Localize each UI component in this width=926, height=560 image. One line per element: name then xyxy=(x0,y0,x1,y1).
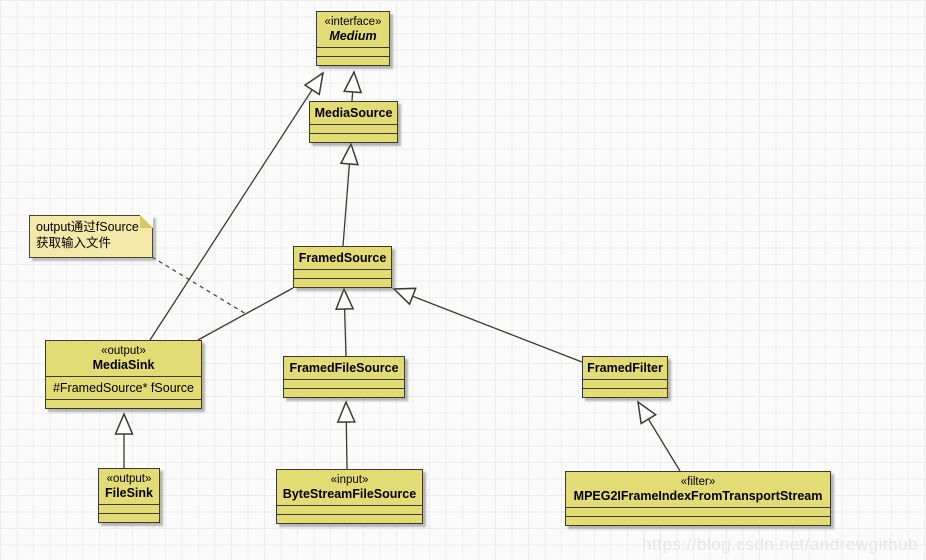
class-title: «filter» MPEG2IFrameIndexFromTransportSt… xyxy=(566,472,830,507)
class-framedfilter[interactable]: FramedFilter xyxy=(582,356,668,398)
edge-mediasink-medium[interactable] xyxy=(149,71,325,341)
methods-compartment xyxy=(99,513,159,522)
methods-compartment xyxy=(583,388,667,397)
stereotype-label: «filter» xyxy=(680,476,716,488)
class-name: FileSink xyxy=(105,486,153,500)
class-title: «output» MediaSink xyxy=(46,341,201,376)
class-title: FramedSource xyxy=(294,247,391,269)
class-title: FramedFilter xyxy=(583,357,667,379)
class-title: «input» ByteStreamFileSource xyxy=(277,470,422,505)
stereotype-label: «interface» xyxy=(324,16,382,28)
class-framedfilesource[interactable]: FramedFileSource xyxy=(283,356,405,398)
note-fold-corner xyxy=(140,215,153,228)
attributes-compartment xyxy=(583,379,667,388)
edge-framedfilesource-framedsource[interactable] xyxy=(334,287,355,357)
methods-compartment xyxy=(317,56,389,65)
methods-compartment xyxy=(310,133,397,142)
class-mediasink[interactable]: «output» MediaSink #FramedSource* fSourc… xyxy=(45,340,202,409)
class-title: FramedFileSource xyxy=(284,357,404,379)
uml-note[interactable]: output通过fSource 获取输入文件 xyxy=(29,215,153,258)
edge-bytestreamfilesource-framedfilesource[interactable] xyxy=(336,400,356,470)
attributes-compartment xyxy=(277,505,422,514)
edge-mpeg2-framedfilter[interactable] xyxy=(637,400,681,472)
class-mpeg2iframeindexfromtransportstream[interactable]: «filter» MPEG2IFrameIndexFromTransportSt… xyxy=(565,471,831,526)
note-text-line1: output通过fSource xyxy=(36,220,139,234)
attributes-compartment xyxy=(310,124,397,133)
methods-compartment xyxy=(46,399,201,408)
class-title: «interface» Medium xyxy=(317,12,389,47)
edge-framedfilter-framedsource[interactable] xyxy=(392,287,583,363)
methods-compartment xyxy=(277,514,422,523)
edge-mediasource-medium[interactable] xyxy=(342,70,363,102)
class-title: «output» FileSink xyxy=(99,469,159,504)
class-title: MediaSource xyxy=(310,102,397,124)
attributes-compartment: #FramedSource* fSource xyxy=(46,376,201,399)
note-text-line2: 获取输入文件 xyxy=(36,236,112,250)
attributes-compartment xyxy=(566,507,830,516)
class-name: Medium xyxy=(329,29,377,43)
attributes-compartment xyxy=(317,47,389,56)
edge-mediasink-framedsource-association[interactable] xyxy=(197,287,294,341)
watermark-url: https://blog.csdn.net/andrewgithub xyxy=(642,535,918,554)
methods-compartment xyxy=(294,278,391,287)
class-filesink[interactable]: «output» FileSink xyxy=(98,468,160,523)
class-name: FramedFilter xyxy=(587,361,663,375)
edge-note-anchor[interactable] xyxy=(151,256,247,315)
class-bytestreamfilesource[interactable]: «input» ByteStreamFileSource xyxy=(276,469,423,524)
attributes-compartment xyxy=(284,379,404,388)
stereotype-label: «input» xyxy=(330,474,369,486)
class-name: FramedFileSource xyxy=(289,361,399,375)
attributes-compartment xyxy=(99,504,159,513)
class-name: MediaSource xyxy=(314,106,393,120)
stereotype-label: «output» xyxy=(101,345,146,357)
class-framedsource[interactable]: FramedSource xyxy=(293,246,392,288)
class-name: FramedSource xyxy=(298,251,387,265)
attributes-compartment xyxy=(294,269,391,278)
class-mediasource[interactable]: MediaSource xyxy=(309,101,398,143)
edge-framedsource-mediasource[interactable] xyxy=(339,142,359,247)
class-medium[interactable]: «interface» Medium xyxy=(316,11,390,66)
methods-compartment xyxy=(284,388,404,397)
class-name: ByteStreamFileSource xyxy=(282,487,417,501)
methods-compartment xyxy=(566,516,830,525)
stereotype-label: «output» xyxy=(106,473,152,485)
class-name: MPEG2IFrameIndexFromTransportStream xyxy=(573,489,823,503)
class-name: MediaSink xyxy=(92,358,155,372)
